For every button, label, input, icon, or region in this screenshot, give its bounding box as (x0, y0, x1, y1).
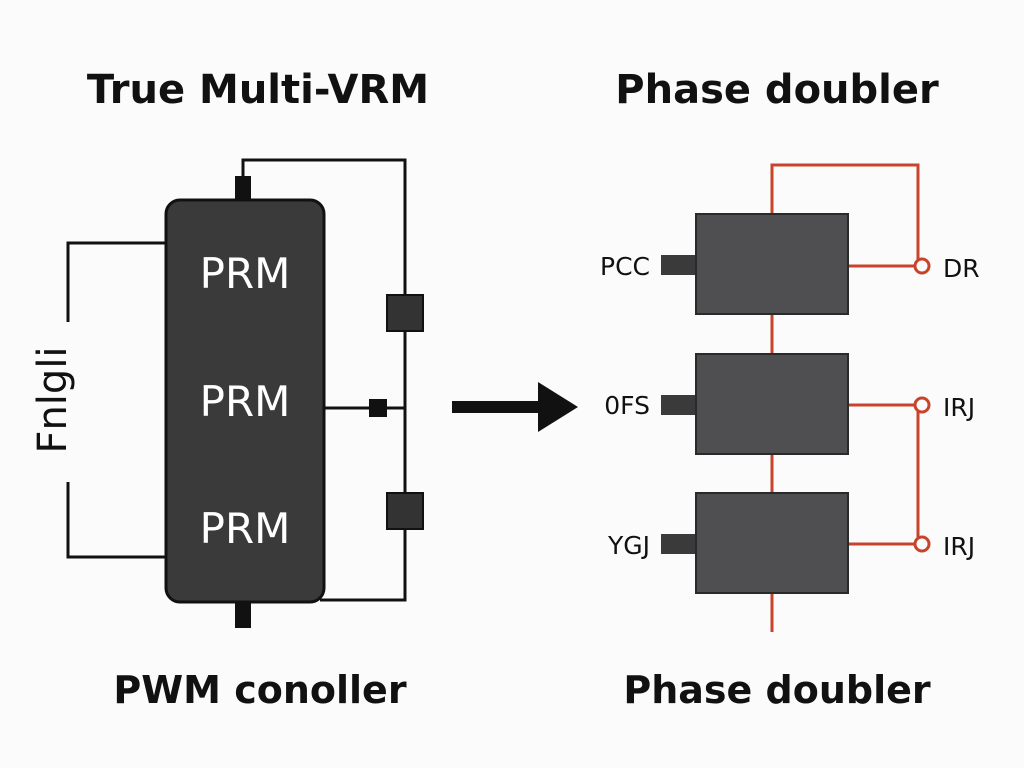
right-arrow-icon (452, 382, 578, 432)
side-label: Fnlgli (30, 346, 76, 453)
input-pin-3 (661, 534, 697, 554)
left-loop-wire-top (66, 241, 168, 322)
top-feedback-wire (770, 163, 920, 266)
left-loop-wire-bottom (66, 482, 168, 559)
bus-wire (241, 158, 407, 602)
input-pin-1 (661, 255, 697, 275)
prm-label-3: PRM (200, 504, 291, 553)
input-label-1: PCC (600, 252, 650, 281)
left-caption: PWM conoller (113, 668, 406, 712)
input-label-2: 0FS (604, 391, 650, 420)
right-caption: Phase doubler (623, 668, 931, 712)
input-label-3: YGJ (607, 531, 650, 560)
top-pin (235, 176, 251, 204)
prm-label-1: PRM (200, 249, 291, 298)
output-label-2: IRJ (943, 393, 975, 422)
output-terminal-3 (913, 535, 931, 553)
prm-label-2: PRM (200, 377, 291, 426)
bottom-pin (235, 598, 251, 628)
output-terminal-1 (913, 257, 931, 275)
output-label-3: IRJ (943, 532, 975, 561)
controller-block (164, 198, 326, 604)
junction-node (369, 399, 387, 417)
right-title: Phase doubler (615, 67, 939, 113)
input-pin-2 (661, 395, 697, 415)
doubler-block-2 (695, 353, 849, 455)
output-label-1: DR (943, 254, 980, 283)
output-terminal-2 (913, 396, 931, 414)
inductor-bottom (386, 492, 424, 530)
left-title: True Multi-VRM (87, 67, 429, 113)
doubler-block-3 (695, 492, 849, 594)
doubler-block-1 (695, 213, 849, 315)
inductor-top (386, 294, 424, 332)
